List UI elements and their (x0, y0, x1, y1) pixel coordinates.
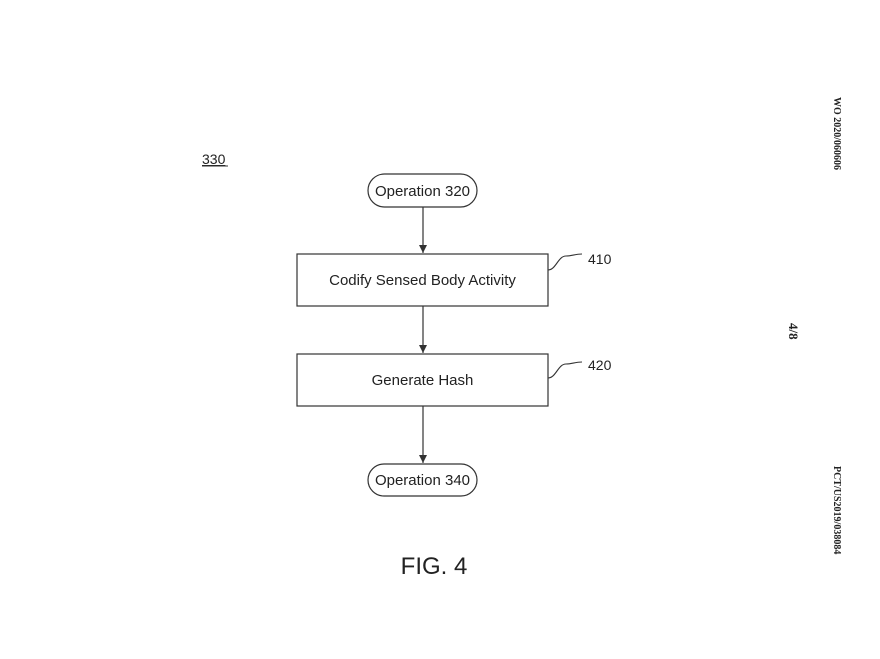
codify-step-node: Codify Sensed Body Activity (296, 253, 549, 307)
codify-ref-leader (547, 253, 583, 271)
hash-step-box (296, 353, 549, 407)
hash-ref-leader (547, 361, 583, 379)
start-terminal-label: Operation 320 (375, 183, 470, 200)
sheet-number: 4/8 (786, 323, 801, 340)
hash-step-label: Generate Hash (372, 372, 474, 389)
codify-step-box (296, 253, 549, 307)
hash-ref-number: 420 (588, 357, 612, 373)
start-terminal-node: Operation 320 (367, 173, 478, 208)
end-terminal-shape (367, 463, 478, 497)
publication-number: WO 2020/060606 (831, 97, 842, 170)
codify-step-label: Codify Sensed Body Activity (329, 272, 516, 289)
end-terminal-label: Operation 340 (375, 472, 470, 489)
end-terminal-node: Operation 340 (367, 463, 478, 497)
figure-caption: FIG. 4 (401, 553, 468, 580)
hash-step-node: Generate Hash (296, 353, 549, 407)
application-number: PCT/US2019/038084 (831, 466, 842, 554)
figure-ref-label: 330 (202, 151, 226, 167)
codify-ref-number: 410 (588, 251, 612, 267)
